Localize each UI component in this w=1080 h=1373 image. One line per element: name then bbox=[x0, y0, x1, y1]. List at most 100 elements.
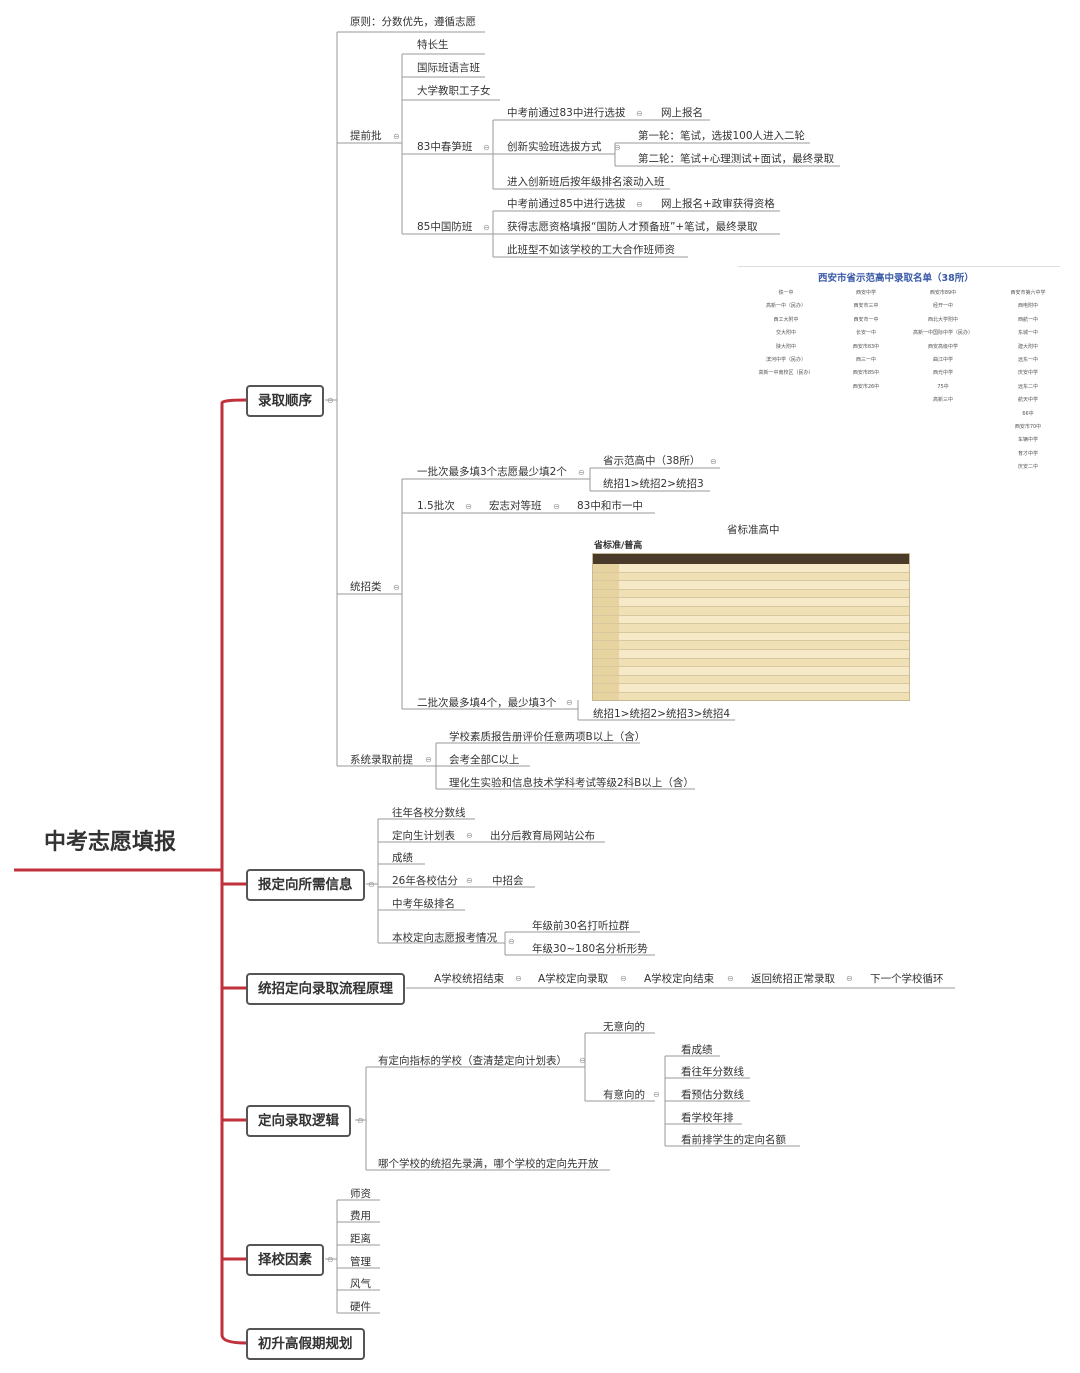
premise-item: 学校素质报告册评价任意两项B以上（含） bbox=[449, 731, 646, 743]
school-list-cell: 西安市26中 bbox=[852, 383, 880, 390]
logic-check: 看预估分数线 bbox=[681, 1089, 744, 1101]
system-premise-label: 系统录取前提 bbox=[350, 754, 413, 766]
school-list-cell: 滨河中学（民办） bbox=[765, 357, 807, 363]
school-list-cell: 西安中学 bbox=[855, 290, 877, 296]
branch-school-factors[interactable]: 择校因素 bbox=[246, 1244, 324, 1276]
c83-round-1: 第一轮：笔试，选拔100人进入二轮 bbox=[638, 130, 806, 142]
flow-step: 返回统招正常录取 bbox=[751, 973, 835, 985]
school-list-cell: 车辆中学 bbox=[1017, 437, 1039, 444]
collapse-icon[interactable]: ⊖ bbox=[620, 974, 627, 983]
school-list-cell: 西安高级中学 bbox=[927, 343, 959, 350]
branch-holiday-plan[interactable]: 初升高假期规划 bbox=[246, 1328, 365, 1360]
school-list-cell: 育才中学 bbox=[1017, 450, 1039, 457]
collapse-icon[interactable]: ⊖ bbox=[636, 200, 643, 209]
school-list-cell: 西安市70中 bbox=[1014, 424, 1042, 430]
info-situation-a: 年级前30名打听拉群 bbox=[532, 920, 630, 932]
branch-directional-info[interactable]: 报定向所需信息 bbox=[246, 869, 365, 901]
factor-item: 风气 bbox=[350, 1278, 371, 1290]
batch-1-label: 一批次最多填3个志愿最少填2个 bbox=[417, 466, 567, 478]
root-title: 中考志愿填报 bbox=[44, 830, 177, 855]
collapse-icon[interactable]: ⊖ bbox=[566, 698, 573, 707]
table2-row bbox=[593, 667, 909, 676]
collapse-icon[interactable]: ⊖ bbox=[710, 457, 717, 466]
flow-step: A学校定向结束 bbox=[644, 973, 715, 985]
factor-item: 硬件 bbox=[350, 1301, 371, 1313]
school-list-cell: 航天中学 bbox=[1017, 397, 1039, 404]
factor-item: 管理 bbox=[350, 1256, 371, 1268]
info-item: 定向生计划表 bbox=[392, 830, 455, 842]
standard-high-title: 省标准高中 bbox=[727, 524, 780, 536]
school-list-cell: 西安市89中 bbox=[929, 290, 957, 296]
branch-admission-order[interactable]: 录取顺序 bbox=[246, 385, 324, 417]
c85-note: 此班型不如该学校的工大合作班师资 bbox=[507, 244, 675, 256]
table2-row bbox=[593, 581, 909, 590]
info-item: 成绩 bbox=[392, 852, 413, 864]
info-item: 26年各校估分 bbox=[392, 875, 458, 887]
collapse-icon[interactable]: ⊖ bbox=[579, 1056, 586, 1065]
model-high-school-list-image: 西安市省示范高中录取名单（38所） 铁一中高新一中（民办）西工大附中交大附中陕大… bbox=[738, 266, 1060, 471]
logic-check: 看学校年排 bbox=[681, 1112, 734, 1124]
table2-row bbox=[593, 564, 909, 573]
collapse-icon[interactable]: ⊖ bbox=[393, 132, 400, 141]
school-list-cell: 交大附中 bbox=[775, 330, 797, 337]
collapse-icon[interactable]: ⊖ bbox=[483, 143, 490, 152]
c83-round-2: 第二轮：笔试+心理测试+面试，最终录取 bbox=[638, 153, 835, 165]
school-list-cell: 东城一中 bbox=[1017, 330, 1039, 337]
school-list-cell: 高新一中南校区（民办） bbox=[758, 370, 814, 377]
collapse-icon[interactable]: ⊖ bbox=[465, 502, 472, 511]
school-list-cell: 陕大附中 bbox=[775, 343, 797, 350]
batch-15-schools: 83中和市一中 bbox=[577, 500, 643, 512]
school-list-cell: 西安市第六中学 bbox=[1010, 290, 1046, 296]
info-item: 往年各校分数线 bbox=[392, 807, 466, 819]
collapse-icon[interactable]: ⊖ bbox=[515, 974, 522, 983]
collapse-icon[interactable]: ⊖ bbox=[614, 143, 621, 152]
collapse-icon[interactable]: ⊖ bbox=[727, 974, 734, 983]
class-83-label: 83中春笋班 bbox=[417, 141, 473, 153]
collapse-icon[interactable]: ⊖ bbox=[846, 974, 853, 983]
collapse-icon[interactable]: ⊖ bbox=[483, 223, 490, 232]
collapse-icon[interactable]: ⊖ bbox=[553, 502, 560, 511]
batch-1-order: 统招1>统招2>统招3 bbox=[603, 478, 704, 490]
collapse-icon[interactable]: ⊖ bbox=[327, 396, 334, 405]
school-list-cell: 75中 bbox=[937, 383, 949, 390]
logic-no-intent: 无意向的 bbox=[603, 1021, 645, 1033]
batch-15-label: 1.5批次 bbox=[417, 500, 455, 512]
table2-row bbox=[593, 589, 909, 599]
collapse-icon[interactable]: ⊖ bbox=[653, 1090, 660, 1099]
c85-selection: 中考前通过85中进行选拔 bbox=[507, 198, 626, 210]
branch-flow-principle[interactable]: 统招定向录取流程原理 bbox=[246, 973, 405, 1005]
branch-directional-logic[interactable]: 定向录取逻辑 bbox=[246, 1105, 351, 1137]
collapse-icon[interactable]: ⊖ bbox=[466, 876, 473, 885]
info-estimate-note: 中招会 bbox=[492, 875, 524, 887]
table2-row bbox=[593, 632, 909, 642]
school-list-cell: 高新一中（民办） bbox=[765, 303, 807, 310]
c85-apply: 获得志愿资格填报“国防人才预备班”+笔试，最终录取 bbox=[507, 221, 758, 233]
school-list-cell: 远东一中 bbox=[1017, 357, 1039, 363]
flow-step: A学校统招结束 bbox=[434, 973, 505, 985]
collapse-icon[interactable]: ⊖ bbox=[357, 1116, 364, 1125]
early-batch-label: 提前批 bbox=[350, 130, 382, 142]
collapse-icon[interactable]: ⊖ bbox=[578, 468, 585, 477]
early-item: 国际班语言班 bbox=[417, 62, 480, 74]
collapse-icon[interactable]: ⊖ bbox=[636, 109, 643, 118]
school-list-cell: 庆安中学 bbox=[1017, 370, 1039, 377]
table2-row bbox=[593, 675, 909, 685]
school-list-cell: 曲江中学 bbox=[932, 357, 954, 363]
collapse-icon[interactable]: ⊖ bbox=[393, 583, 400, 592]
collapse-icon[interactable]: ⊖ bbox=[368, 880, 375, 889]
collapse-icon[interactable]: ⊖ bbox=[466, 831, 473, 840]
table2-row bbox=[593, 658, 909, 668]
school-list-cell: 西三一中 bbox=[855, 357, 877, 363]
collapse-icon[interactable]: ⊖ bbox=[425, 755, 432, 764]
collapse-icon[interactable]: ⊖ bbox=[508, 937, 515, 946]
info-item: 本校定向志愿报考情况 bbox=[392, 932, 497, 944]
c83-rolling: 进入创新班后按年级排名滚动入班 bbox=[507, 176, 665, 188]
c83-signup: 网上报名 bbox=[661, 107, 703, 119]
school-list-cell: 高新三中 bbox=[932, 397, 954, 404]
school-list-cell: 西电附中 bbox=[1017, 303, 1039, 310]
school-list-cell: 庆安二中 bbox=[1017, 464, 1039, 471]
table2-row bbox=[593, 598, 909, 607]
school-list-cell: 西北大学附中 bbox=[927, 316, 959, 323]
collapse-icon[interactable]: ⊖ bbox=[327, 1255, 334, 1264]
